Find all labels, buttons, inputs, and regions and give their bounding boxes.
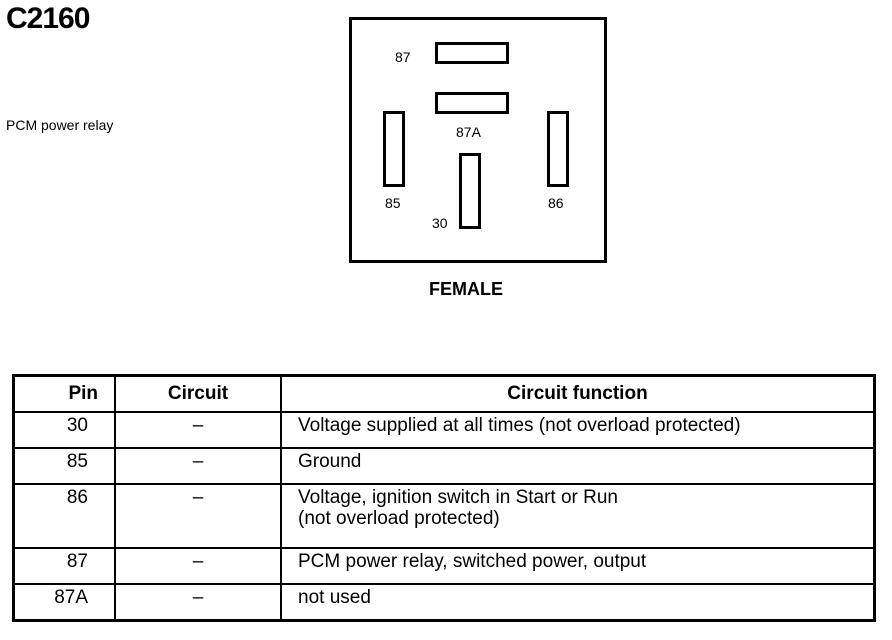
- table-header-row: Pin Circuit Circuit function: [12, 374, 876, 413]
- function-cell: Ground: [280, 447, 876, 485]
- terminal-87a: [435, 92, 509, 114]
- function-cell: Voltage supplied at all times (not overl…: [280, 411, 876, 449]
- circuit-cell: –: [114, 547, 282, 585]
- terminal-85: [383, 111, 405, 187]
- table-row: 86 – Voltage, ignition switch in Start o…: [12, 483, 876, 549]
- pin-cell: 87: [12, 547, 116, 585]
- terminal-87: [435, 42, 509, 64]
- pin-cell: 86: [12, 483, 116, 549]
- pinout-table: Pin Circuit Circuit function 30 – Voltag…: [12, 374, 876, 622]
- function-cell: Voltage, ignition switch in Start or Run…: [280, 483, 876, 549]
- terminal-30-label: 30: [432, 215, 448, 231]
- terminal-86: [547, 111, 569, 187]
- table-row: 87 – PCM power relay, switched power, ou…: [12, 547, 876, 585]
- circuit-cell: –: [114, 411, 282, 449]
- terminal-30: [459, 153, 481, 229]
- terminal-85-label: 85: [385, 195, 401, 211]
- circuit-cell: –: [114, 483, 282, 549]
- function-cell: PCM power relay, switched power, output: [280, 547, 876, 585]
- table-row: 30 – Voltage supplied at all times (not …: [12, 411, 876, 449]
- header-circuit-function: Circuit function: [280, 374, 876, 413]
- function-cell: not used: [280, 583, 876, 622]
- terminal-87-label: 87: [395, 49, 411, 65]
- circuit-cell: –: [114, 583, 282, 622]
- pin-cell: 85: [12, 447, 116, 485]
- table-row: 87A – not used: [12, 583, 876, 622]
- pin-cell: 30: [12, 411, 116, 449]
- pin-cell: 87A: [12, 583, 116, 622]
- header-circuit: Circuit: [114, 374, 282, 413]
- connector-description: PCM power relay: [6, 117, 114, 133]
- connector-face-diagram: 87 87A 85 86 30: [349, 17, 607, 263]
- table-row: 85 – Ground: [12, 447, 876, 485]
- connector-id: C2160: [6, 2, 90, 35]
- connector-view-label: FEMALE: [429, 279, 503, 299]
- circuit-cell: –: [114, 447, 282, 485]
- terminal-86-label: 86: [548, 195, 564, 211]
- header-pin: Pin: [12, 374, 116, 413]
- terminal-87a-label: 87A: [456, 124, 481, 140]
